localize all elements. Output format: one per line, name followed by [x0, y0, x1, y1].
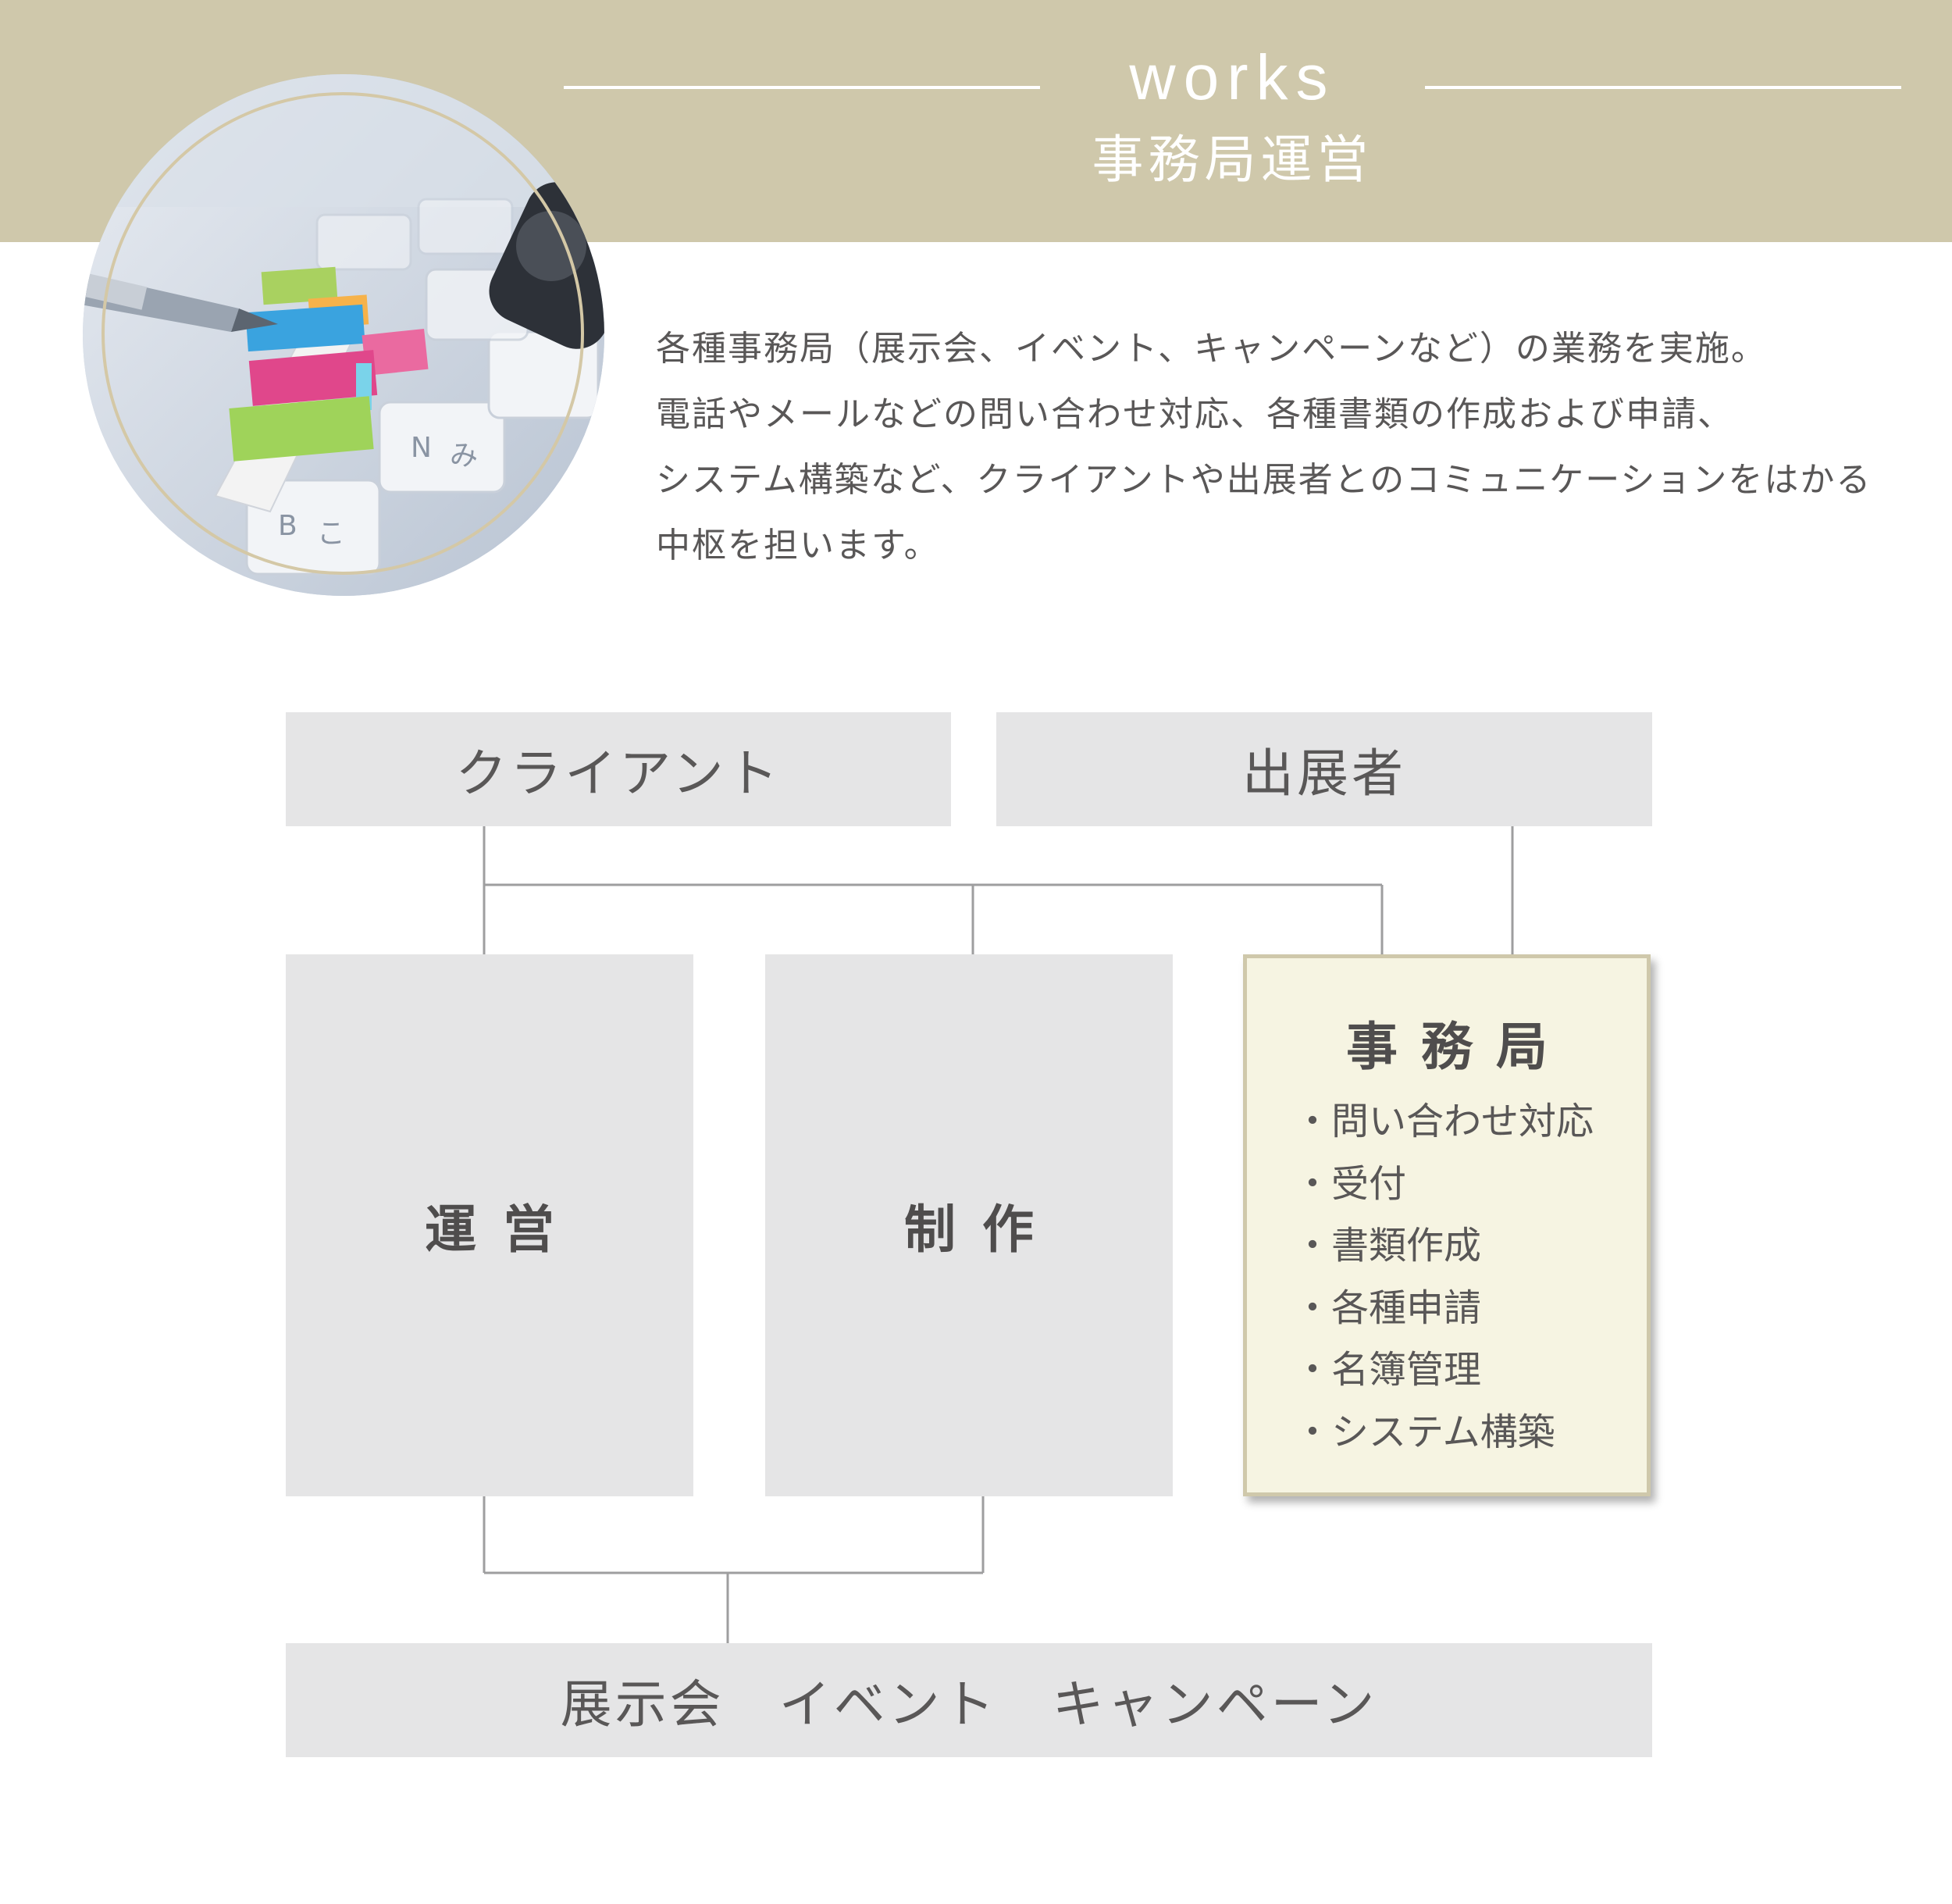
- description: 各種事務局（展示会、イベント、キャンペーンなど）の業務を実施。 電話やメールなど…: [656, 316, 1921, 579]
- secretariat-task-list: 問い合わせ対応 受付 書類作成 各種申請 名簿管理 システム構築: [1294, 1091, 1594, 1464]
- header-rule-right: [1425, 86, 1901, 89]
- secretariat-task: 受付: [1294, 1153, 1594, 1216]
- events-box: 展示会 イベント キャンペーン: [286, 1643, 1652, 1757]
- production-label: 制作: [904, 1200, 1060, 1260]
- events-label: 展示会 イベント キャンペーン: [560, 1674, 1378, 1735]
- client-label: クライアント: [455, 743, 782, 804]
- operation-label: 運営: [425, 1200, 581, 1260]
- secretariat-box: 事務局 問い合わせ対応 受付 書類作成 各種申請 名簿管理 システム構築: [1243, 954, 1651, 1496]
- secretariat-task: 名簿管理: [1294, 1339, 1594, 1402]
- header-title-jp: 事務局運営: [1092, 130, 1373, 190]
- description-line: 中枢を担います。: [656, 526, 940, 565]
- description-line: 電話やメールなどの問い合わせ対応、各種書類の作成および申請、: [656, 394, 1733, 434]
- production-box: 制作: [765, 954, 1173, 1496]
- secretariat-task: 書類作成: [1294, 1215, 1594, 1278]
- exhibitor-box: 出展者: [996, 712, 1652, 826]
- operation-box: 運営: [286, 954, 693, 1496]
- exhibitor-label: 出展者: [1242, 743, 1406, 804]
- header-title-en: works: [1129, 42, 1336, 113]
- photo-ring: [102, 92, 584, 575]
- secretariat-task: システム構築: [1294, 1402, 1594, 1464]
- client-box: クライアント: [286, 712, 951, 826]
- description-line: システム構築など、クライアントや出展者とのコミュニケーションをはかる: [656, 460, 1872, 500]
- secretariat-task: 各種申請: [1294, 1278, 1594, 1340]
- secretariat-task: 問い合わせ対応: [1294, 1091, 1594, 1153]
- description-line: 各種事務局（展示会、イベント、キャンペーンなど）の業務を実施。: [656, 329, 1767, 369]
- secretariat-title: 事務局: [1346, 1017, 1571, 1077]
- header-rule-left: [564, 86, 1040, 89]
